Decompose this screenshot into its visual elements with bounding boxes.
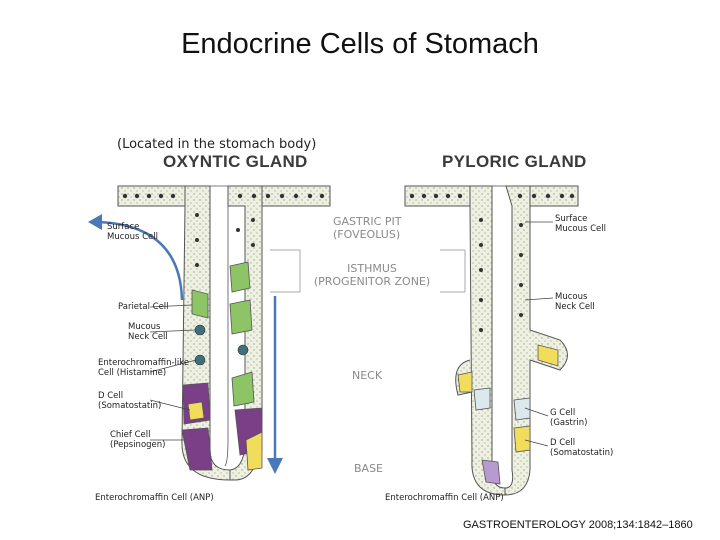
label-d-cell-oxyntic: D Cell (Somatostatin) bbox=[98, 391, 161, 411]
label-d-cell-pyloric: D Cell (Somatostatin) bbox=[550, 438, 613, 458]
label-text: D Cell bbox=[98, 391, 124, 401]
zone-gastric-pit-line-2: (FOVEOLUS) bbox=[333, 228, 401, 241]
label-text: (Somatostatin) bbox=[98, 401, 162, 411]
label-text: Enterochromaffin-like bbox=[98, 358, 190, 368]
label-ec-cell-oxyntic: Enterochromaffin Cell (ANP) bbox=[95, 493, 214, 503]
label-text: Surface bbox=[107, 222, 140, 232]
arrow-down-icon bbox=[267, 296, 283, 474]
label-text: Chief Cell bbox=[110, 430, 151, 440]
label-ecl-cell: Enterochromaffin-like Cell (Histamine) bbox=[98, 358, 189, 378]
label-text: (Pepsinogen) bbox=[110, 440, 166, 450]
label-text: (Gastrin) bbox=[550, 418, 588, 428]
zone-gastric-pit-line-1: GASTRIC PIT bbox=[333, 215, 402, 228]
label-chief-cell: Chief Cell (Pepsinogen) bbox=[110, 430, 165, 450]
label-text: (Somatostatin) bbox=[550, 448, 614, 458]
pyloric-leader-lines bbox=[524, 221, 554, 447]
label-text: Neck Cell bbox=[128, 332, 168, 342]
label-text: G Cell bbox=[550, 408, 576, 418]
label-ec-cell-pyloric: Enterochromaffin Cell (ANP) bbox=[385, 493, 504, 503]
label-text: Cell (Histamine) bbox=[98, 368, 167, 378]
label-g-cell: G Cell (Gastrin) bbox=[550, 408, 587, 428]
label-text: Mucous Cell bbox=[555, 224, 606, 234]
isthmus-bracket bbox=[270, 249, 466, 293]
zone-gastric-pit: GASTRIC PIT (FOVEOLUS) bbox=[333, 215, 401, 241]
zone-isthmus-line-1: ISTHMUS bbox=[347, 262, 397, 275]
zone-base: BASE bbox=[354, 462, 384, 475]
oxyntic-gland bbox=[117, 185, 331, 481]
label-text: Neck Cell bbox=[555, 302, 595, 312]
citation: GASTROENTEROLOGY 2008;134:1842–1860 bbox=[463, 519, 693, 531]
zone-isthmus-line-2: (PROGENITOR ZONE) bbox=[313, 275, 431, 288]
arrow-up-left-icon bbox=[88, 214, 184, 301]
label-text: D Cell bbox=[550, 438, 576, 448]
label-parietal-cell: Parietal Cell bbox=[118, 302, 169, 312]
label-mucous-neck-cell-oxyntic: Mucous Neck Cell bbox=[128, 322, 168, 342]
oxyntic-gland-title: OXYNTIC GLAND bbox=[163, 152, 308, 171]
label-mucous-neck-cell-pyloric: Mucous Neck Cell bbox=[555, 292, 595, 312]
diagram-subtitle: (Located in the stomach body) bbox=[117, 137, 317, 152]
zone-neck: NECK bbox=[352, 369, 383, 382]
zone-isthmus: ISTHMUS (PROGENITOR ZONE) bbox=[307, 262, 437, 288]
label-text: Mucous Cell bbox=[107, 232, 158, 242]
label-text: Mucous bbox=[128, 322, 161, 332]
pyloric-gland-title: PYLORIC GLAND bbox=[442, 152, 587, 171]
oxyntic-leader-lines bbox=[149, 304, 197, 441]
page-title: Endocrine Cells of Stomach bbox=[181, 28, 539, 60]
label-text: Mucous bbox=[555, 292, 588, 302]
parietal-cell-shape bbox=[191, 289, 209, 319]
label-text: Surface bbox=[555, 214, 588, 224]
label-surface-mucous-cell-pyloric: Surface Mucous Cell bbox=[555, 214, 606, 234]
label-surface-mucous-cell-oxyntic: Surface Mucous Cell bbox=[107, 222, 158, 242]
pyloric-gland bbox=[404, 185, 579, 496]
